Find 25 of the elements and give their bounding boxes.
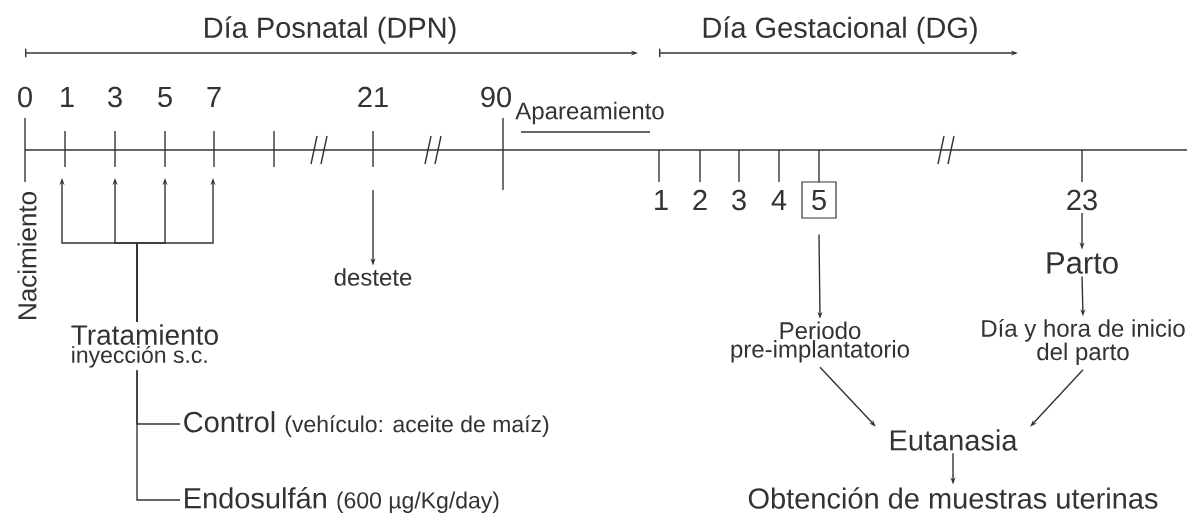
event-label: Parto [1047, 252, 1118, 274]
group-label: Endosulfán (600 µg/Kg/day) [185, 486, 499, 513]
day-label: 23 [1067, 189, 1097, 211]
tick-label: 21 [358, 86, 388, 108]
event-label: Eutanasia [890, 429, 1018, 451]
event-label: Día y hora de inicio del parto [982, 319, 1185, 365]
tick-label: 1 [61, 87, 74, 107]
event-label: destete [334, 268, 412, 286]
period-label: Apareamiento [515, 101, 664, 125]
event-label: Nacimiento [17, 192, 37, 319]
event-label: Obtención de muestras uterinas [748, 487, 1158, 509]
axis-title: Día Gestacional (DG) [703, 16, 977, 44]
tick-label: 7 [207, 87, 221, 107]
axis-title: Día Posnatal (DPN) [205, 16, 456, 44]
event-label: Periodo pre-implantatorio [731, 321, 909, 363]
node-text: Tratamiento inyección s.c. [71, 324, 218, 368]
group-label: Control (vehículo: aceite de maíz) [184, 411, 549, 437]
tick-label: 2 [693, 189, 707, 211]
tick-label: 3 [108, 86, 122, 108]
tick-label: 5 [158, 86, 172, 108]
tick-label: 90 [481, 86, 511, 108]
tick-label: 3 [732, 189, 746, 211]
tick-label: 0 [18, 86, 32, 108]
tick-label: 1 [655, 190, 668, 210]
day-box: 5 [801, 181, 837, 219]
